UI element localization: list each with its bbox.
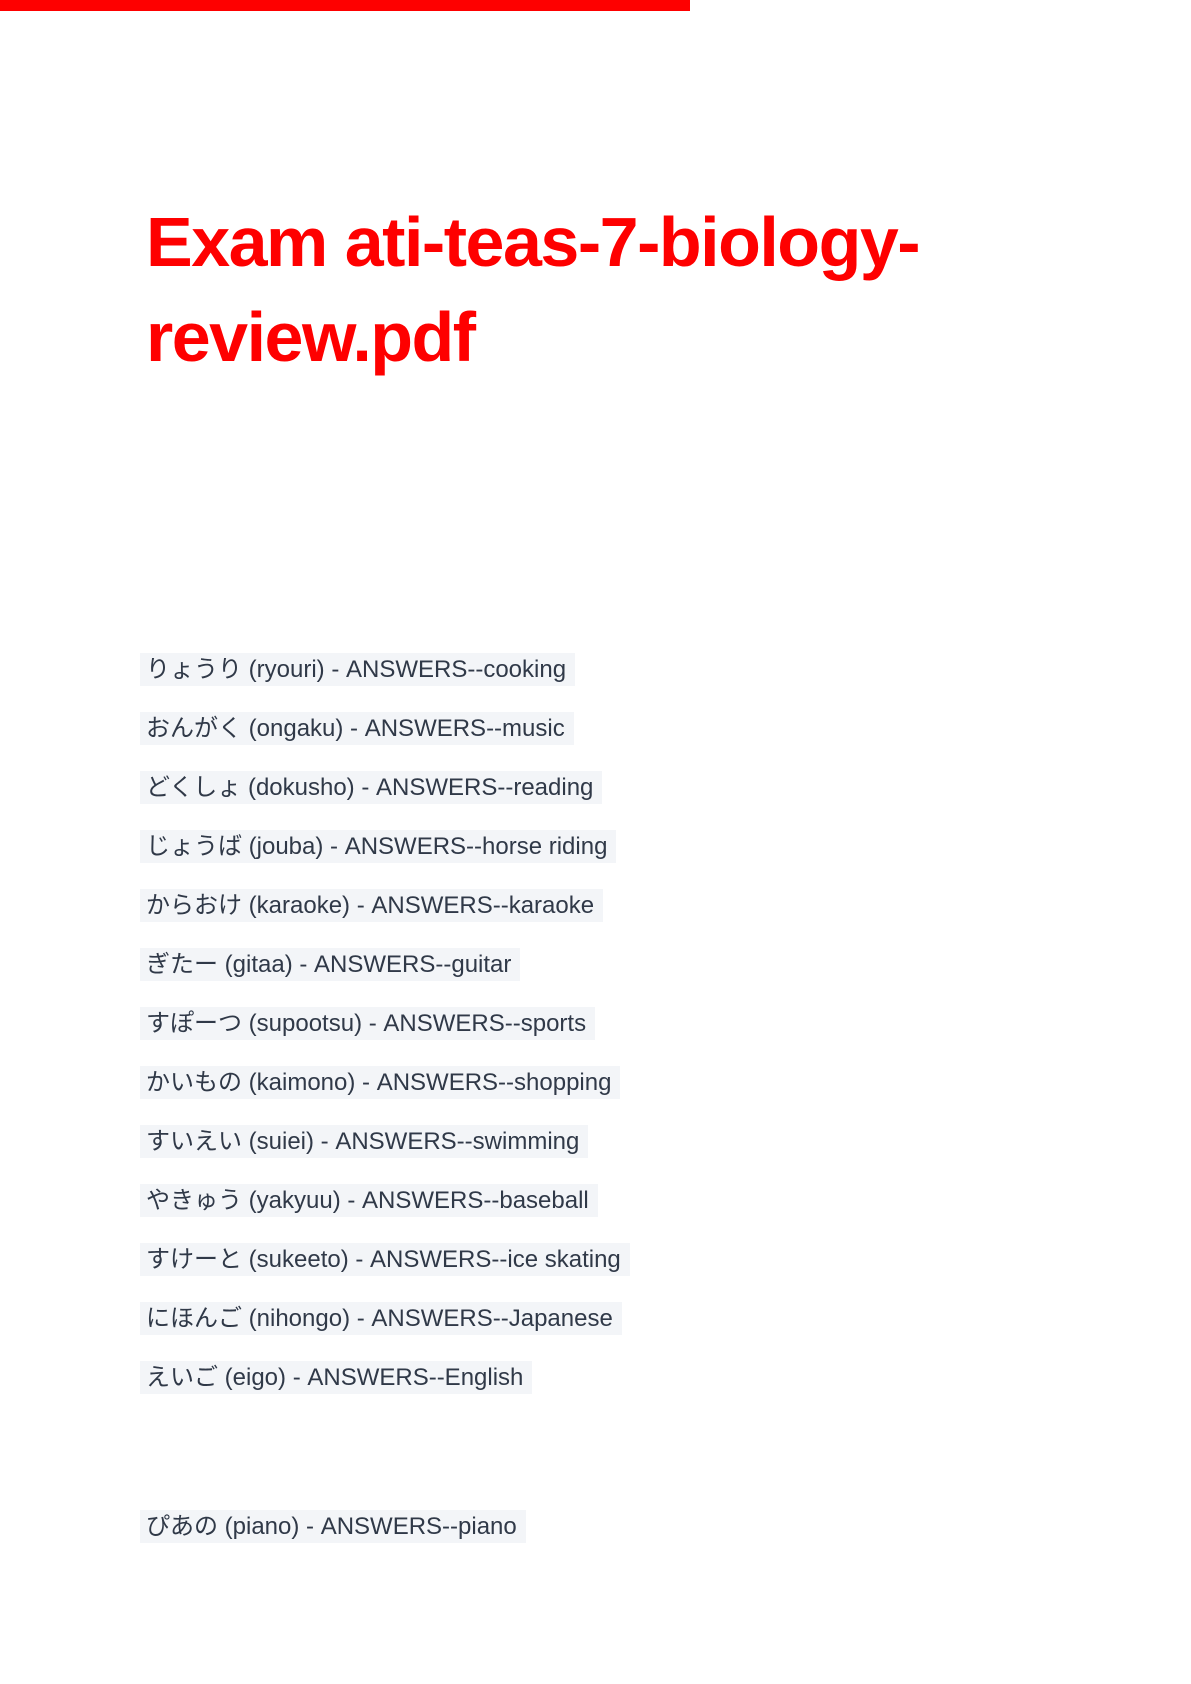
- vocab-item: やきゅう (yakyuu) - ANSWERS--baseball: [140, 1184, 598, 1217]
- vocab-item: ぎたー (gitaa) - ANSWERS--guitar: [140, 948, 521, 981]
- vocab-item: すぽーつ (supootsu) - ANSWERS--sports: [140, 1007, 596, 1040]
- vocab-item: かいもの (kaimono) - ANSWERS--shopping: [140, 1066, 621, 1099]
- vocab-item: りょうり (ryouri) - ANSWERS--cooking: [140, 653, 576, 686]
- vocab-item: からおけ (karaoke) - ANSWERS--karaoke: [140, 889, 604, 922]
- vocab-item: にほんご (nihongo) - ANSWERS--Japanese: [140, 1302, 622, 1335]
- vocab-item: えいご (eigo) - ANSWERS--English: [140, 1361, 533, 1394]
- vocab-item: すいえい (suiei) - ANSWERS--swimming: [140, 1125, 589, 1158]
- vocab-item: どくしょ (dokusho) - ANSWERS--reading: [140, 771, 603, 804]
- top-accent-bar: [0, 0, 690, 11]
- vocab-list: りょうり (ryouri) - ANSWERS--cooking おんがく (o…: [140, 653, 630, 1569]
- page-title-line-1: Exam ati-teas-7-biology-: [146, 202, 921, 281]
- vocab-item: ぴあの (piano) - ANSWERS--piano: [140, 1510, 526, 1543]
- vocab-item: すけーと (sukeeto) - ANSWERS--ice skating: [140, 1243, 630, 1276]
- vocab-item: じょうば (jouba) - ANSWERS--horse riding: [140, 830, 617, 863]
- vocab-item: おんがく (ongaku) - ANSWERS--music: [140, 712, 574, 745]
- page-title-line-2: review.pdf: [146, 297, 476, 376]
- page-title: Exam ati-teas-7-biology- review.pdf: [146, 195, 1086, 385]
